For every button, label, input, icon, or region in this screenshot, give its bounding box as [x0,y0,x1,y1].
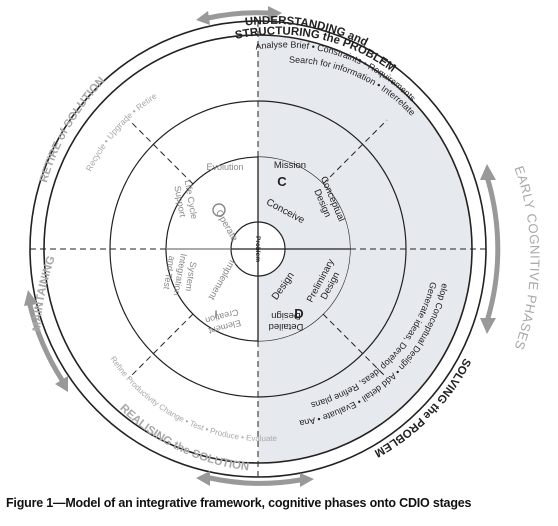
divider-diag-ne [322,119,388,185]
center-problem-label: Problem [254,236,261,262]
sub-stage-mission: Mission [274,160,306,171]
stage-letter-i: I [214,309,217,321]
divider-diag-se [322,313,388,379]
arrow-bottom-tail [300,473,314,487]
early-cognitive-label: EARLY COGNITIVE PHASES [511,164,542,352]
arrow-right-head-top [480,164,496,180]
retire-tasks: Recycle • Upgrade • Retire [84,91,159,173]
framework-diagram: UNDERSTANDING and STRUCTURING the PROBLE… [0,0,542,487]
arrow-left [27,302,65,383]
arrow-top-head [268,6,282,21]
stage-letter-o: O [212,203,226,217]
arrow-top [205,10,271,21]
arrow-right [485,177,501,321]
svg-text:Design: Design [271,310,301,321]
divider-diag-nw [128,119,194,185]
svg-text:Detailed: Detailed [269,321,304,332]
sub-stage-detailed-design: Detailed Design [269,310,304,332]
arrow-left-head-top [24,290,38,306]
arrow-bottom [207,475,303,486]
arrow-top-tail [196,11,210,25]
arrow-bottom-head [196,471,210,486]
maintaining-label: MAINTAINING [31,254,58,331]
sub-stage-system-integration: System Integration and Test [161,253,198,297]
realising-tasks: Refine Productivity Change • Test • Prod… [109,355,278,443]
figure-caption: Figure 1—Model of an integrative framewo… [6,496,472,510]
retire-label: RETIRE of SOLUTION [38,75,108,184]
arrow-right-head-bottom [480,318,496,334]
sub-stage-evolution: Evolution [206,162,243,172]
stage-letter-c: C [277,174,287,189]
stage-letter-d: D [294,306,303,321]
divider-diag-sw [128,313,194,379]
arrow-left-head-bottom [55,376,68,392]
